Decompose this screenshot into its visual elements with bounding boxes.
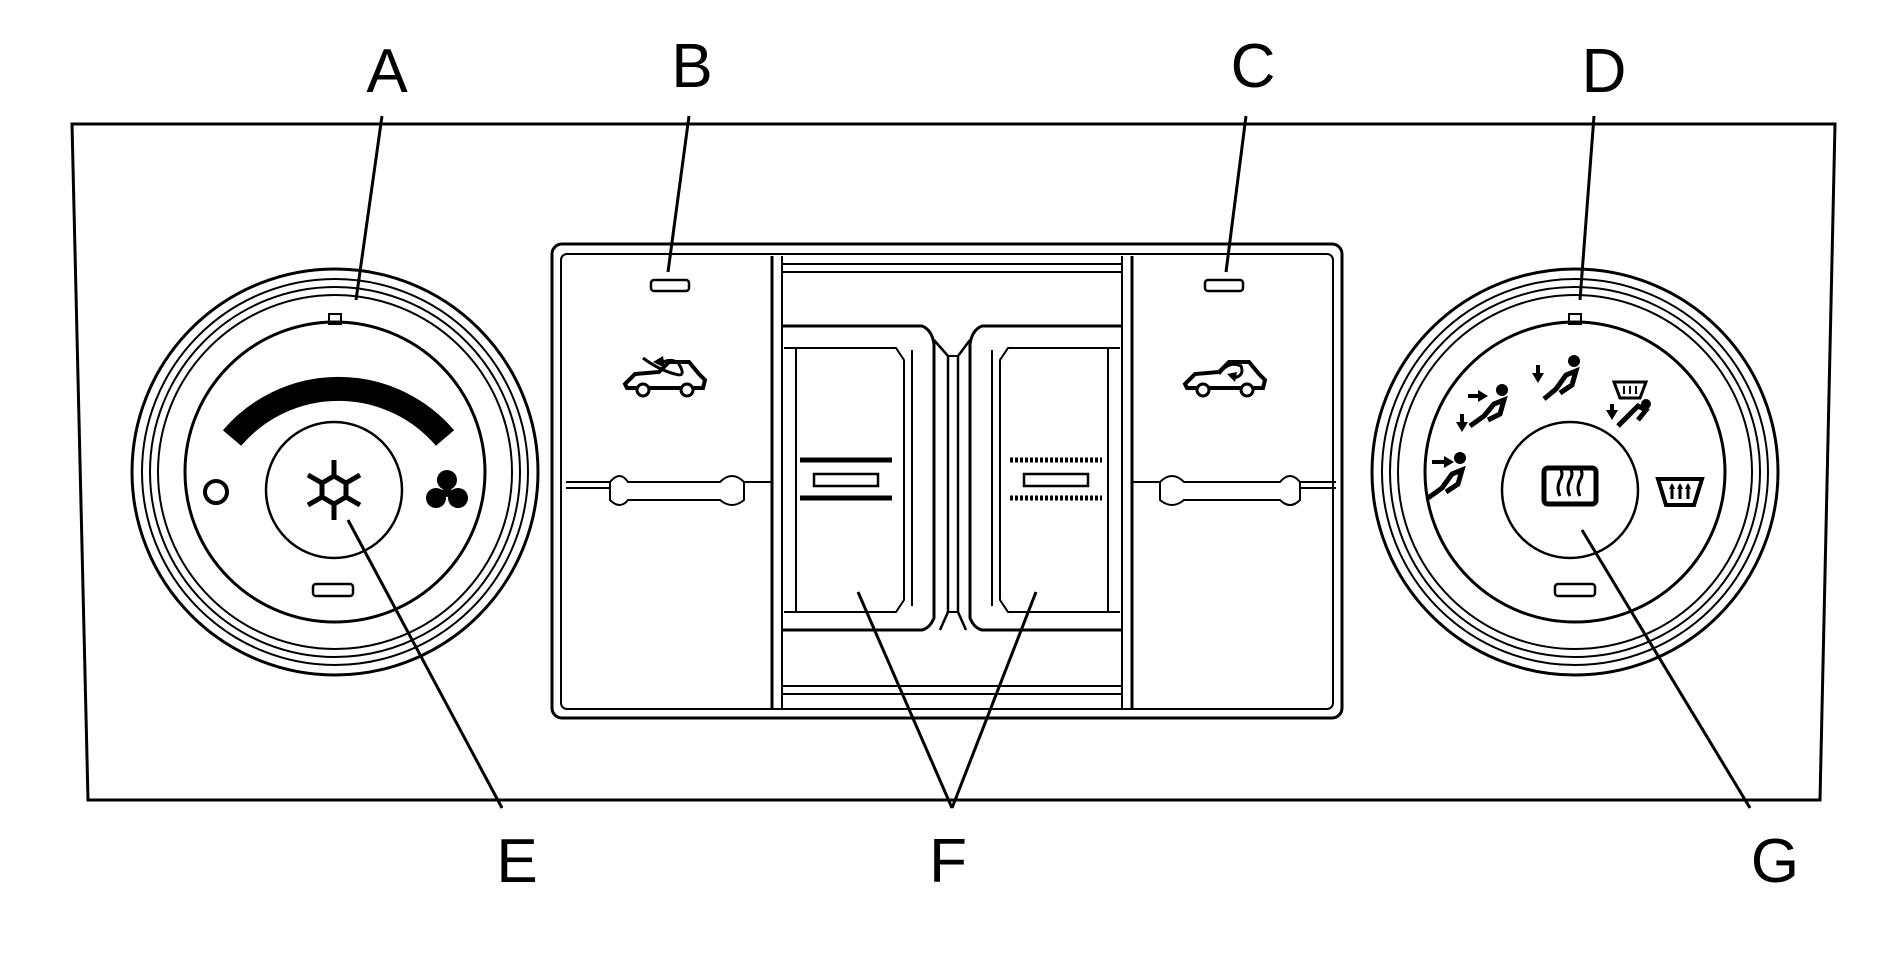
floor-mode-icon bbox=[1532, 355, 1580, 401]
callout-b: B bbox=[671, 32, 712, 101]
callout-g: G bbox=[1751, 827, 1799, 896]
fan-icon bbox=[426, 470, 468, 508]
knob-indicator-mark bbox=[1568, 313, 1582, 325]
leader-line-b bbox=[666, 115, 691, 273]
rear-defog-button[interactable] bbox=[1500, 420, 1640, 560]
leader-line-f-right bbox=[950, 591, 1038, 809]
callout-d: D bbox=[1582, 37, 1627, 106]
right-fan-slider[interactable] bbox=[968, 324, 1122, 632]
leader-line-e bbox=[346, 519, 504, 809]
ac-button[interactable] bbox=[264, 420, 404, 560]
leader-line-c bbox=[1224, 115, 1248, 273]
left-fan-slider[interactable] bbox=[782, 324, 936, 632]
callout-e: E bbox=[496, 827, 537, 896]
leader-line-d bbox=[1578, 115, 1596, 301]
control-panel-outline bbox=[70, 122, 1837, 802]
callout-c: C bbox=[1231, 32, 1276, 101]
outside-air-button[interactable] bbox=[1132, 278, 1336, 506]
defrost-mode-icon bbox=[1655, 477, 1705, 507]
knob-indicator-mark bbox=[328, 313, 342, 325]
floor-defrost-mode-icon bbox=[1606, 380, 1651, 428]
leader-lines bbox=[346, 115, 1752, 809]
bilevel-mode-icon bbox=[1456, 384, 1508, 432]
outside-air-indicator-light bbox=[1203, 278, 1245, 293]
center-divider bbox=[933, 339, 971, 631]
snowflake-icon bbox=[306, 460, 362, 520]
temperature-arc bbox=[222, 376, 455, 446]
circle-icon bbox=[203, 479, 229, 505]
callout-f: F bbox=[929, 827, 967, 896]
temperature-knob[interactable] bbox=[130, 267, 540, 677]
vent-mode-icon bbox=[1426, 452, 1466, 501]
leader-line-g bbox=[1580, 529, 1752, 809]
rear-defog-icon bbox=[1541, 465, 1599, 507]
leader-line-a bbox=[354, 115, 384, 301]
mode-knob[interactable] bbox=[1370, 267, 1780, 677]
outside-air-icon bbox=[1182, 360, 1268, 398]
recirculation-indicator-light bbox=[649, 278, 691, 293]
recirculation-button[interactable] bbox=[566, 278, 772, 506]
slider-grip bbox=[1022, 472, 1090, 488]
recirculation-icon bbox=[622, 356, 708, 398]
ac-indicator-light bbox=[311, 582, 355, 598]
center-module bbox=[550, 242, 1344, 720]
slider-grip bbox=[812, 472, 880, 488]
leader-line-f-left bbox=[856, 591, 954, 809]
rear-defog-indicator-light bbox=[1553, 582, 1597, 598]
callout-a: A bbox=[366, 37, 408, 106]
